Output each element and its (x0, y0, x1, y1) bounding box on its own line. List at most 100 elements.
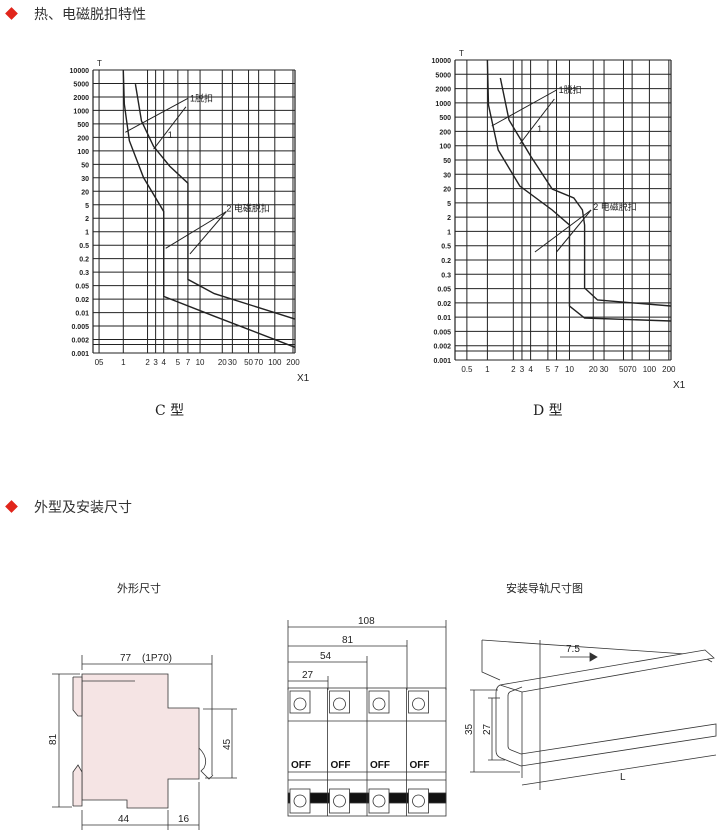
trip-curve (122, 69, 296, 348)
x-tick-label: 10 (196, 358, 205, 367)
y-tick-label: 0.3 (79, 270, 89, 277)
y-tick-label: 2 (447, 215, 451, 222)
terminal-top (408, 690, 429, 714)
dim-width-note: (1P70) (142, 653, 172, 664)
x-tick-label: 0.5 (461, 365, 473, 374)
section-title: 热、电磁脱扣特性 (34, 7, 146, 23)
y-tick-label: 0.002 (433, 344, 451, 351)
screw-icon (412, 697, 425, 711)
y-tick-label: 0.5 (79, 243, 89, 250)
curve-label: 1 (168, 130, 173, 140)
terminal-bottom (408, 788, 429, 814)
y-tick-label: 0.02 (437, 301, 451, 308)
x-tick-label: 1 (485, 365, 490, 374)
y-tick-label: 2000 (73, 95, 89, 102)
y-tick-label: 5 (85, 203, 89, 210)
leader-line (189, 211, 227, 255)
y-tick-label: 1000 (435, 101, 451, 108)
leader-line (519, 98, 555, 145)
x-tick-label: 20 (218, 358, 227, 367)
y-tick-label: 200 (77, 135, 89, 142)
off-label: OFF (331, 760, 351, 771)
y-tick-label: 0.001 (433, 358, 451, 365)
dim-45: 45 (222, 738, 233, 750)
rail-title: 安装导轨尺寸图 (506, 582, 583, 595)
curve-label: 2 电磁脱扣 (226, 203, 270, 214)
dim-base: 44 (118, 814, 130, 825)
y-axis-label: T (97, 59, 102, 68)
off-label: OFF (370, 760, 390, 771)
outline-title: 外形尺寸 (117, 582, 161, 595)
y-tick-label: 50 (81, 162, 89, 169)
y-tick-label: 0.005 (433, 329, 451, 336)
terminal-bottom (368, 788, 390, 814)
y-tick-label: 0.05 (437, 287, 451, 294)
curve-label: 1脱扣 (559, 84, 582, 95)
dim-81: 81 (342, 635, 354, 646)
x-tick-label: 4 (528, 365, 533, 374)
trip-curve-charts: 10000 5000 2000 1000 500 200 100 50 30 20 5 2 1 0.5 0.… (70, 49, 686, 391)
dim-front: 16 (178, 814, 190, 825)
screw-icon (372, 794, 386, 808)
dim-7-5: 7.5 (566, 644, 580, 655)
x-tick-label: 3 (153, 358, 158, 367)
section-heading-trip: 热、电磁脱扣特性 (6, 4, 146, 24)
x-tick-label: 7 (554, 365, 559, 374)
y-tick-label: 0.3 (441, 272, 451, 279)
leader-line (125, 97, 189, 133)
dim-35: 35 (464, 723, 475, 735)
y-tick-label: 20 (81, 189, 89, 196)
off-label: OFF (291, 760, 311, 771)
y-tick-label: 0.2 (441, 258, 451, 265)
y-tick-label: 1 (447, 229, 451, 236)
chart-d: 100005000200010005002001005030205210.50.… (432, 49, 686, 391)
x-tick-label: 10 (565, 365, 574, 374)
y-tick-label: 0.005 (71, 324, 89, 331)
y-tick-label: 10000 (432, 58, 452, 65)
screw-icon (333, 794, 346, 808)
terminal-top (368, 690, 390, 714)
terminal-top (289, 690, 311, 714)
y-tick-label: 500 (77, 122, 89, 129)
y-tick-label: 500 (439, 115, 451, 122)
curve-label: 2 电磁脱扣 (593, 201, 637, 212)
y-tick-label: 100 (439, 144, 451, 151)
dim-length: L (620, 772, 626, 783)
y-tick-label: 20 (443, 187, 451, 194)
y-tick-label: 0.2 (79, 257, 89, 264)
x-tick-label: 70 (628, 365, 637, 374)
x-tick-label: 20 (589, 365, 598, 374)
y-tick-label: 0.05 (75, 284, 89, 291)
terminal-bottom (329, 788, 350, 814)
y-tick-label: 30 (443, 172, 451, 179)
y-tick-label: 0.001 (71, 351, 89, 358)
off-label: OFF (410, 760, 430, 771)
x-tick-label: 7 (186, 358, 191, 367)
y-tick-label: 10000 (70, 68, 90, 75)
x-tick-label: 200 (286, 358, 300, 367)
x-tick-label: 70 (254, 358, 263, 367)
side-outline-drawing: 77 (1P70) 81 45 44 16 (48, 653, 237, 830)
y-tick-label: 200 (439, 129, 451, 136)
screw-icon (293, 697, 307, 711)
y-tick-label: 5000 (435, 72, 451, 79)
y-axis-label: T (459, 49, 464, 58)
trip-curve (486, 59, 672, 322)
y-tick-label: 2000 (435, 87, 451, 94)
chart-c-caption: C 型 (155, 403, 185, 419)
curve-label: 1脱扣 (190, 92, 213, 103)
screw-icon (412, 794, 425, 808)
section-heading-dims: 外型及安装尺寸 (6, 497, 132, 517)
y-tick-label: 1000 (73, 108, 89, 115)
dim-27-rail: 27 (482, 723, 493, 735)
y-tick-label: 0.01 (75, 311, 89, 318)
y-tick-label: 2 (85, 216, 89, 223)
dim-height: 81 (48, 733, 59, 745)
trip-curve (134, 84, 296, 320)
x-tick-label: 200 (662, 365, 676, 374)
x-tick-label: 2 (145, 358, 150, 367)
terminal-bottom (289, 788, 311, 814)
trip-curve (499, 77, 672, 307)
y-tick-label: 100 (77, 149, 89, 156)
